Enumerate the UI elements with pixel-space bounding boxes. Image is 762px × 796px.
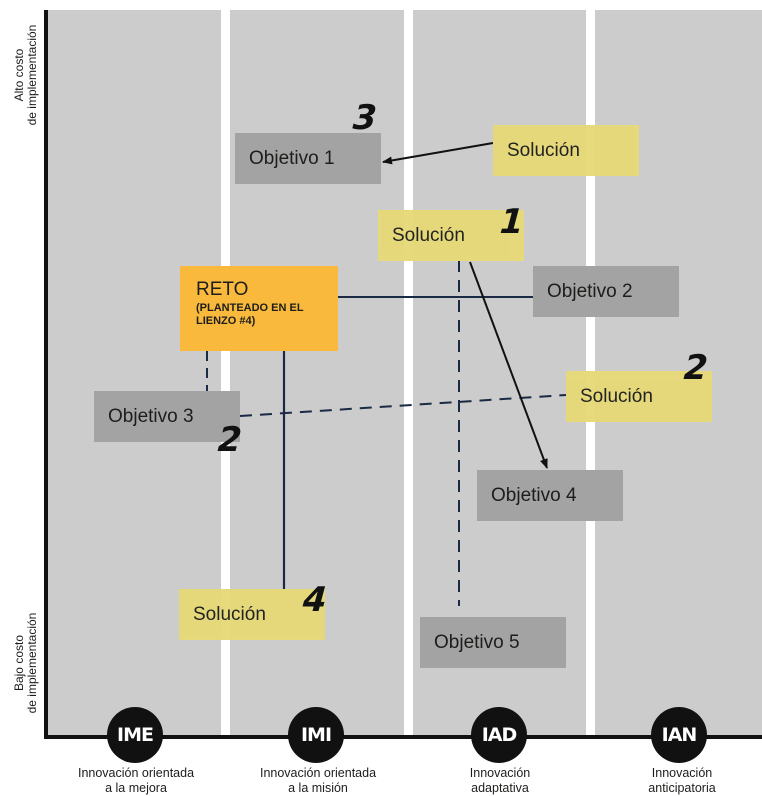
objective-4-label: Objetivo 4 bbox=[491, 484, 577, 506]
arrow-solucion-1-objetivo-4 bbox=[469, 261, 548, 469]
category-label-imi: Innovación orientada a la misión bbox=[259, 766, 377, 795]
objective-1-card: Objetivo 1 bbox=[235, 133, 381, 184]
badge-imi: IMI bbox=[288, 707, 344, 763]
reto-title: RETO bbox=[196, 279, 249, 300]
solution-2-card: Solución bbox=[566, 371, 712, 422]
solution-4-card: Solución bbox=[179, 589, 325, 640]
category-label-ian: Innovación anticipatoria bbox=[648, 766, 716, 795]
x-axis-line bbox=[44, 735, 762, 739]
solution-3-number: 3 bbox=[351, 98, 379, 138]
solution-3-card: Solución bbox=[493, 125, 639, 176]
y-axis-line bbox=[44, 10, 48, 739]
solution-2-number: 2 bbox=[682, 348, 710, 388]
objective-1-label: Objetivo 1 bbox=[249, 147, 335, 169]
badge-ian: IAN bbox=[651, 707, 707, 763]
solution-1-label: Solución bbox=[392, 224, 465, 246]
solution-4-number: 4 bbox=[301, 580, 329, 620]
objective-3-number: 2 bbox=[216, 420, 244, 460]
solution-4-label: Solución bbox=[193, 603, 266, 625]
objective-5-label: Objetivo 5 bbox=[434, 631, 520, 653]
category-label-ime: Innovación orientada a la mejora bbox=[77, 766, 195, 795]
solution-2-label: Solución bbox=[580, 385, 653, 407]
badge-iad: IAD bbox=[471, 707, 527, 763]
line-objetivo-3-solucion-2 bbox=[239, 394, 567, 417]
reto-subtitle: (PLANTEADO EN EL LIENZO #4) bbox=[196, 302, 304, 327]
category-label-iad: Innovación adaptativa bbox=[469, 766, 531, 795]
objective-3-label: Objetivo 3 bbox=[108, 405, 194, 427]
solution-1-number: 1 bbox=[498, 202, 526, 242]
solution-1-card: Solución bbox=[378, 210, 524, 261]
reto-box: RETO (PLANTEADO EN EL LIENZO #4) bbox=[180, 266, 338, 351]
badge-ime: IME bbox=[107, 707, 163, 763]
objective-3-card: Objetivo 3 bbox=[94, 391, 240, 442]
arrow-solucion-3-objetivo-1 bbox=[382, 142, 494, 165]
solution-3-label: Solución bbox=[507, 139, 580, 161]
objective-5-card: Objetivo 5 bbox=[420, 617, 566, 668]
objective-4-card: Objetivo 4 bbox=[477, 470, 623, 521]
objective-2-card: Objetivo 2 bbox=[533, 266, 679, 317]
objective-2-label: Objetivo 2 bbox=[547, 280, 633, 302]
